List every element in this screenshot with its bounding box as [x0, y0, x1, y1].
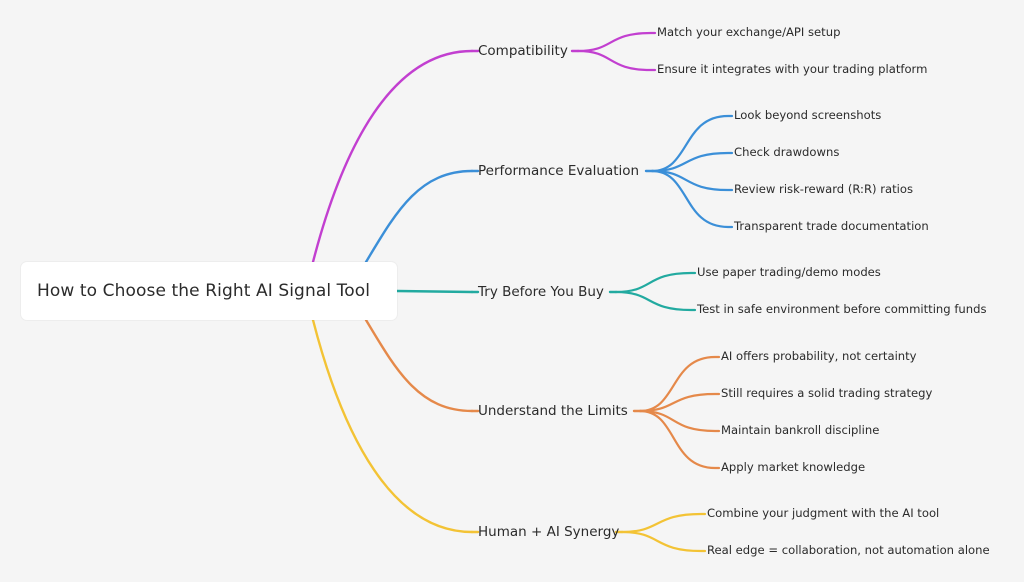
- leaf-connector-1-2: [650, 169, 734, 192]
- leaf-limits-3[interactable]: Maintain bankroll discipline: [721, 423, 880, 438]
- leaf-connector-0-1: [576, 49, 657, 72]
- leaf-connector-4-1: [620, 530, 707, 553]
- leaf-connector-1-0: [650, 114, 734, 173]
- leaf-try-1[interactable]: Use paper trading/demo modes: [697, 265, 881, 280]
- leaf-compatibility-2[interactable]: Ensure it integrates with your trading p…: [657, 62, 928, 77]
- leaf-synergy-1[interactable]: Combine your judgment with the AI tool: [707, 506, 940, 521]
- leaf-limits-4[interactable]: Apply market knowledge: [721, 460, 866, 475]
- leaf-connector-1-1: [650, 151, 734, 173]
- root-node-label: How to Choose the Right AI Signal Tool: [37, 281, 371, 301]
- branch-connector-3: [364, 318, 474, 413]
- leaf-synergy-2[interactable]: Real edge = collaboration, not automatio…: [707, 543, 990, 558]
- leaf-try-2[interactable]: Test in safe environment before committi…: [697, 302, 987, 317]
- leaf-performance-1[interactable]: Look beyond screenshots: [734, 108, 882, 123]
- branch-connector-4: [311, 318, 474, 534]
- leaf-connector-1-3: [650, 169, 734, 229]
- leaf-performance-4[interactable]: Transparent trade documentation: [734, 219, 929, 234]
- leaf-connector-3-3: [638, 409, 721, 470]
- branch-human-ai-synergy[interactable]: Human + AI Synergy: [478, 524, 620, 540]
- branch-connector-0: [311, 49, 474, 264]
- leaf-compatibility-1[interactable]: Match your exchange/API setup: [657, 25, 841, 40]
- branch-try-before-you-buy[interactable]: Try Before You Buy: [478, 284, 604, 300]
- branch-connector-1: [364, 169, 474, 264]
- leaf-limits-1[interactable]: AI offers probability, not certainty: [721, 349, 917, 364]
- leaf-connector-3-1: [638, 392, 721, 413]
- leaf-connector-2-1: [614, 290, 697, 312]
- branch-understand-the-limits[interactable]: Understand the Limits: [478, 403, 628, 419]
- leaf-connector-2-0: [614, 271, 697, 294]
- root-node[interactable]: How to Choose the Right AI Signal Tool: [21, 262, 397, 320]
- leaf-performance-2[interactable]: Check drawdowns: [734, 145, 840, 160]
- leaf-connector-3-2: [638, 409, 721, 433]
- branch-connector-2: [395, 289, 474, 294]
- leaf-connector-0-0: [576, 31, 657, 53]
- leaf-performance-3[interactable]: Review risk-reward (R:R) ratios: [734, 182, 913, 197]
- leaf-connector-3-0: [638, 355, 721, 413]
- branch-compatibility[interactable]: Compatibility: [478, 43, 568, 59]
- branch-performance-evaluation[interactable]: Performance Evaluation: [478, 163, 640, 179]
- leaf-connector-4-0: [620, 512, 707, 534]
- leaf-limits-2[interactable]: Still requires a solid trading strategy: [721, 386, 933, 401]
